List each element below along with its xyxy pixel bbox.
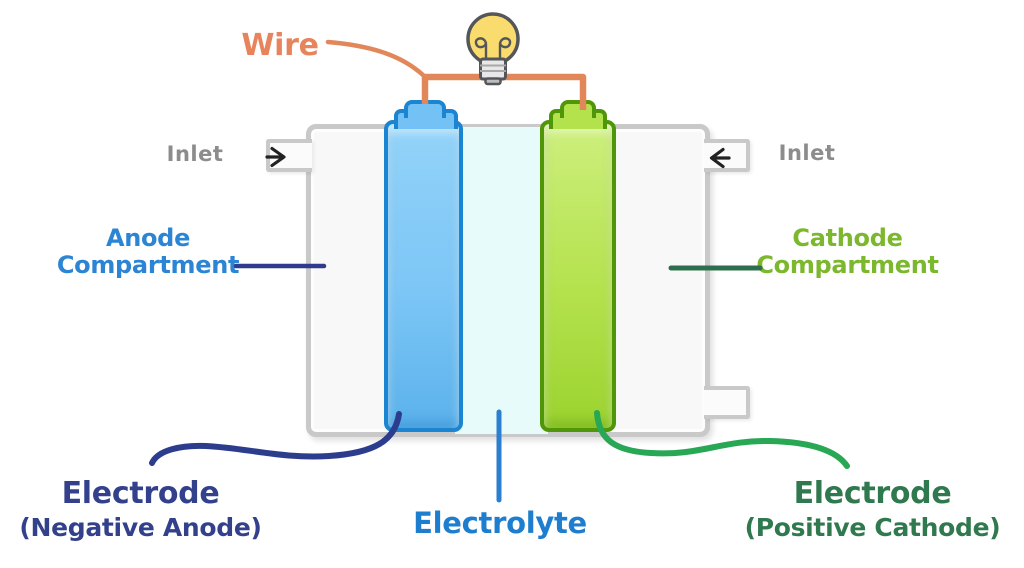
inlet-right-label: Inlet xyxy=(778,141,836,165)
anode-electrode xyxy=(384,120,463,432)
outlet-pipe-right xyxy=(704,386,750,419)
anode-compartment-line1: Anode xyxy=(105,224,191,252)
positive-electrode-line2: (Positive Cathode) xyxy=(744,513,1001,542)
light-bulb-icon xyxy=(466,12,520,86)
cathode-electrode xyxy=(540,120,616,432)
electrolyte-label: Electrolyte xyxy=(413,506,587,540)
cathode-compartment-label: Cathode Compartment xyxy=(740,225,955,279)
electrolyte-region xyxy=(455,127,548,434)
anode-electrode-terminal xyxy=(404,100,446,118)
negative-electrode-line2: (Negative Anode) xyxy=(19,513,262,542)
cathode-electrode-terminal xyxy=(560,100,596,118)
anode-compartment-line2: Compartment xyxy=(56,251,240,279)
negative-electrode-label: Electrode (Negative Anode) xyxy=(8,476,273,544)
cathode-compartment-line2: Compartment xyxy=(756,251,939,279)
inlet-left-label: Inlet xyxy=(166,142,224,166)
positive-electrode-line1: Electrode xyxy=(793,476,952,511)
wire-leader-line xyxy=(325,39,426,78)
cathode-compartment-line1: Cathode xyxy=(792,224,903,252)
negative-electrode-line1: Electrode xyxy=(61,476,220,511)
inlet-pipe-right xyxy=(704,139,750,172)
positive-electrode-label: Electrode (Positive Cathode) xyxy=(730,476,1015,544)
inlet-pipe-left xyxy=(266,139,312,172)
anode-compartment-label: Anode Compartment xyxy=(38,225,258,279)
wire-label: Wire xyxy=(241,28,319,63)
